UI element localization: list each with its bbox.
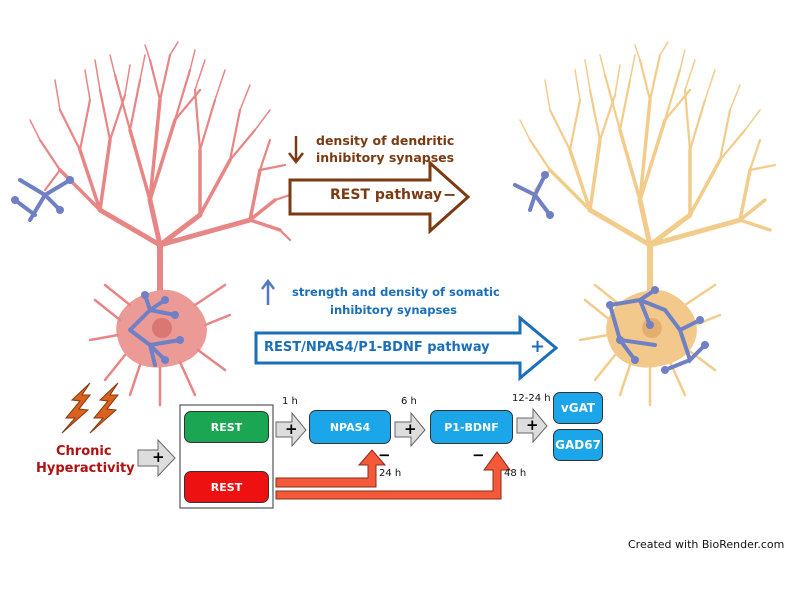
rest-npas4-bdnf-pathway-label: REST/NPAS4/P1-BDNF pathway <box>264 340 490 355</box>
somatic-caption-line1: strength and density of somatic <box>292 285 500 299</box>
rest-pathway-label: REST pathway <box>330 187 443 203</box>
neuron-before <box>29 41 292 293</box>
hyperactivity-plus: + <box>152 448 165 466</box>
chronic-label: Chronic <box>56 444 112 459</box>
rest-container <box>179 404 274 509</box>
activation-arrow-12-24h <box>516 407 548 444</box>
rest-npas4-bdnf-pathway-arrow <box>254 314 559 382</box>
dendritic-caption-line2: inhibitory synapses <box>316 150 455 165</box>
gad67-box: GAD67 <box>553 429 603 461</box>
activation-arrow-1h <box>275 411 307 448</box>
time-24h: 24 h <box>379 468 402 479</box>
npas4-box: NPAS4 <box>309 410 391 444</box>
hyperactivity-label: Hyperactivity <box>36 461 135 476</box>
minus-npas4: − <box>378 446 391 464</box>
synapses-before <box>11 176 184 367</box>
neuron-before-soma <box>88 283 232 407</box>
time-12-24h: 12-24 h <box>512 393 551 404</box>
rest-pathway-arrow <box>288 159 471 235</box>
somatic-caption-line2: inhibitory synapses <box>330 303 458 317</box>
time-1h: 1 h <box>282 396 298 407</box>
rest-npas4-bdnf-pathway-sign: + <box>530 336 546 357</box>
time-48h: 48 h <box>504 468 527 479</box>
vgat-box: vGAT <box>553 392 603 424</box>
p1-bdnf-box: P1-BDNF <box>430 410 513 444</box>
inhibition-arrow-48h <box>275 451 511 500</box>
dendritic-caption-line1: density of dendritic <box>316 133 455 148</box>
plus-6h: + <box>404 420 417 438</box>
up-arrow-icon <box>261 278 275 305</box>
plus-1h: + <box>285 420 298 438</box>
synapses-after <box>513 171 709 374</box>
lightning-icon <box>61 382 120 434</box>
rest-active-box: REST <box>184 411 269 443</box>
minus-p1-bdnf: − <box>472 446 485 464</box>
time-6h: 6 h <box>401 396 417 407</box>
plus-12-24h: + <box>526 416 539 434</box>
down-arrow-icon <box>288 136 304 165</box>
neuron-after <box>519 41 777 293</box>
biorender-credit: Created with BioRender.com <box>628 538 785 551</box>
hyperactivity-activation-arrow <box>137 438 176 478</box>
inhibition-arrow-24h <box>275 449 387 488</box>
activation-arrow-6h <box>394 411 426 448</box>
rest-repressive-box: REST <box>184 471 269 503</box>
rest-pathway-sign: − <box>443 185 457 204</box>
